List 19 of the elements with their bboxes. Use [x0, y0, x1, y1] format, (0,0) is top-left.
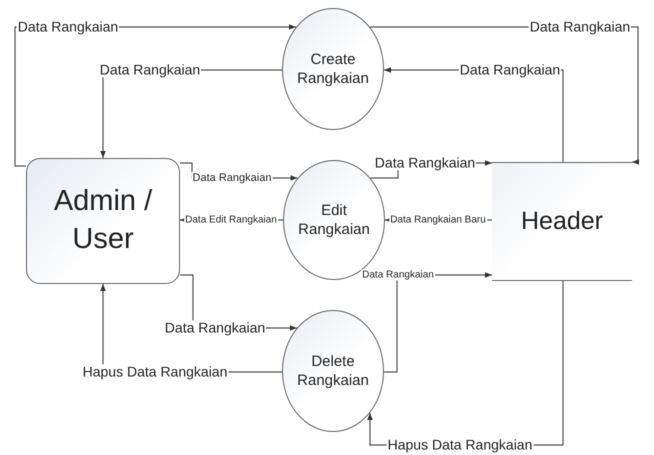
node-label: Header: [521, 206, 603, 238]
edge-label: Data Rangkaian: [192, 172, 272, 184]
edge-label: Hapus Data Rangkaian: [82, 364, 228, 380]
edge-label: Data Rangkaian: [98, 62, 202, 78]
node-label: Admin / User: [52, 184, 154, 257]
edge-label: Hapus Data Rangkaian: [386, 437, 534, 453]
node-label: Create Rangkaian: [296, 50, 370, 88]
node-label: Delete Rangkaian: [296, 352, 370, 390]
node-label: Edit Rangkaian: [297, 200, 371, 240]
edge-label: Data Edit Rangkaian: [184, 214, 278, 226]
edge-label: Data Rangkaian: [528, 19, 632, 35]
entity-box: [26, 158, 180, 284]
data-store: [492, 162, 632, 281]
edge-label: Data Rangkaian: [361, 270, 435, 280]
edge-label: Data Rangkaian: [458, 62, 562, 78]
edge-label: Data Rangkaian Baru: [389, 214, 487, 226]
edge-label: Data Rangkaian: [374, 155, 476, 171]
edge-label: Data Rangkaian: [16, 19, 120, 35]
edge-label: Data Rangkaian: [164, 320, 266, 336]
